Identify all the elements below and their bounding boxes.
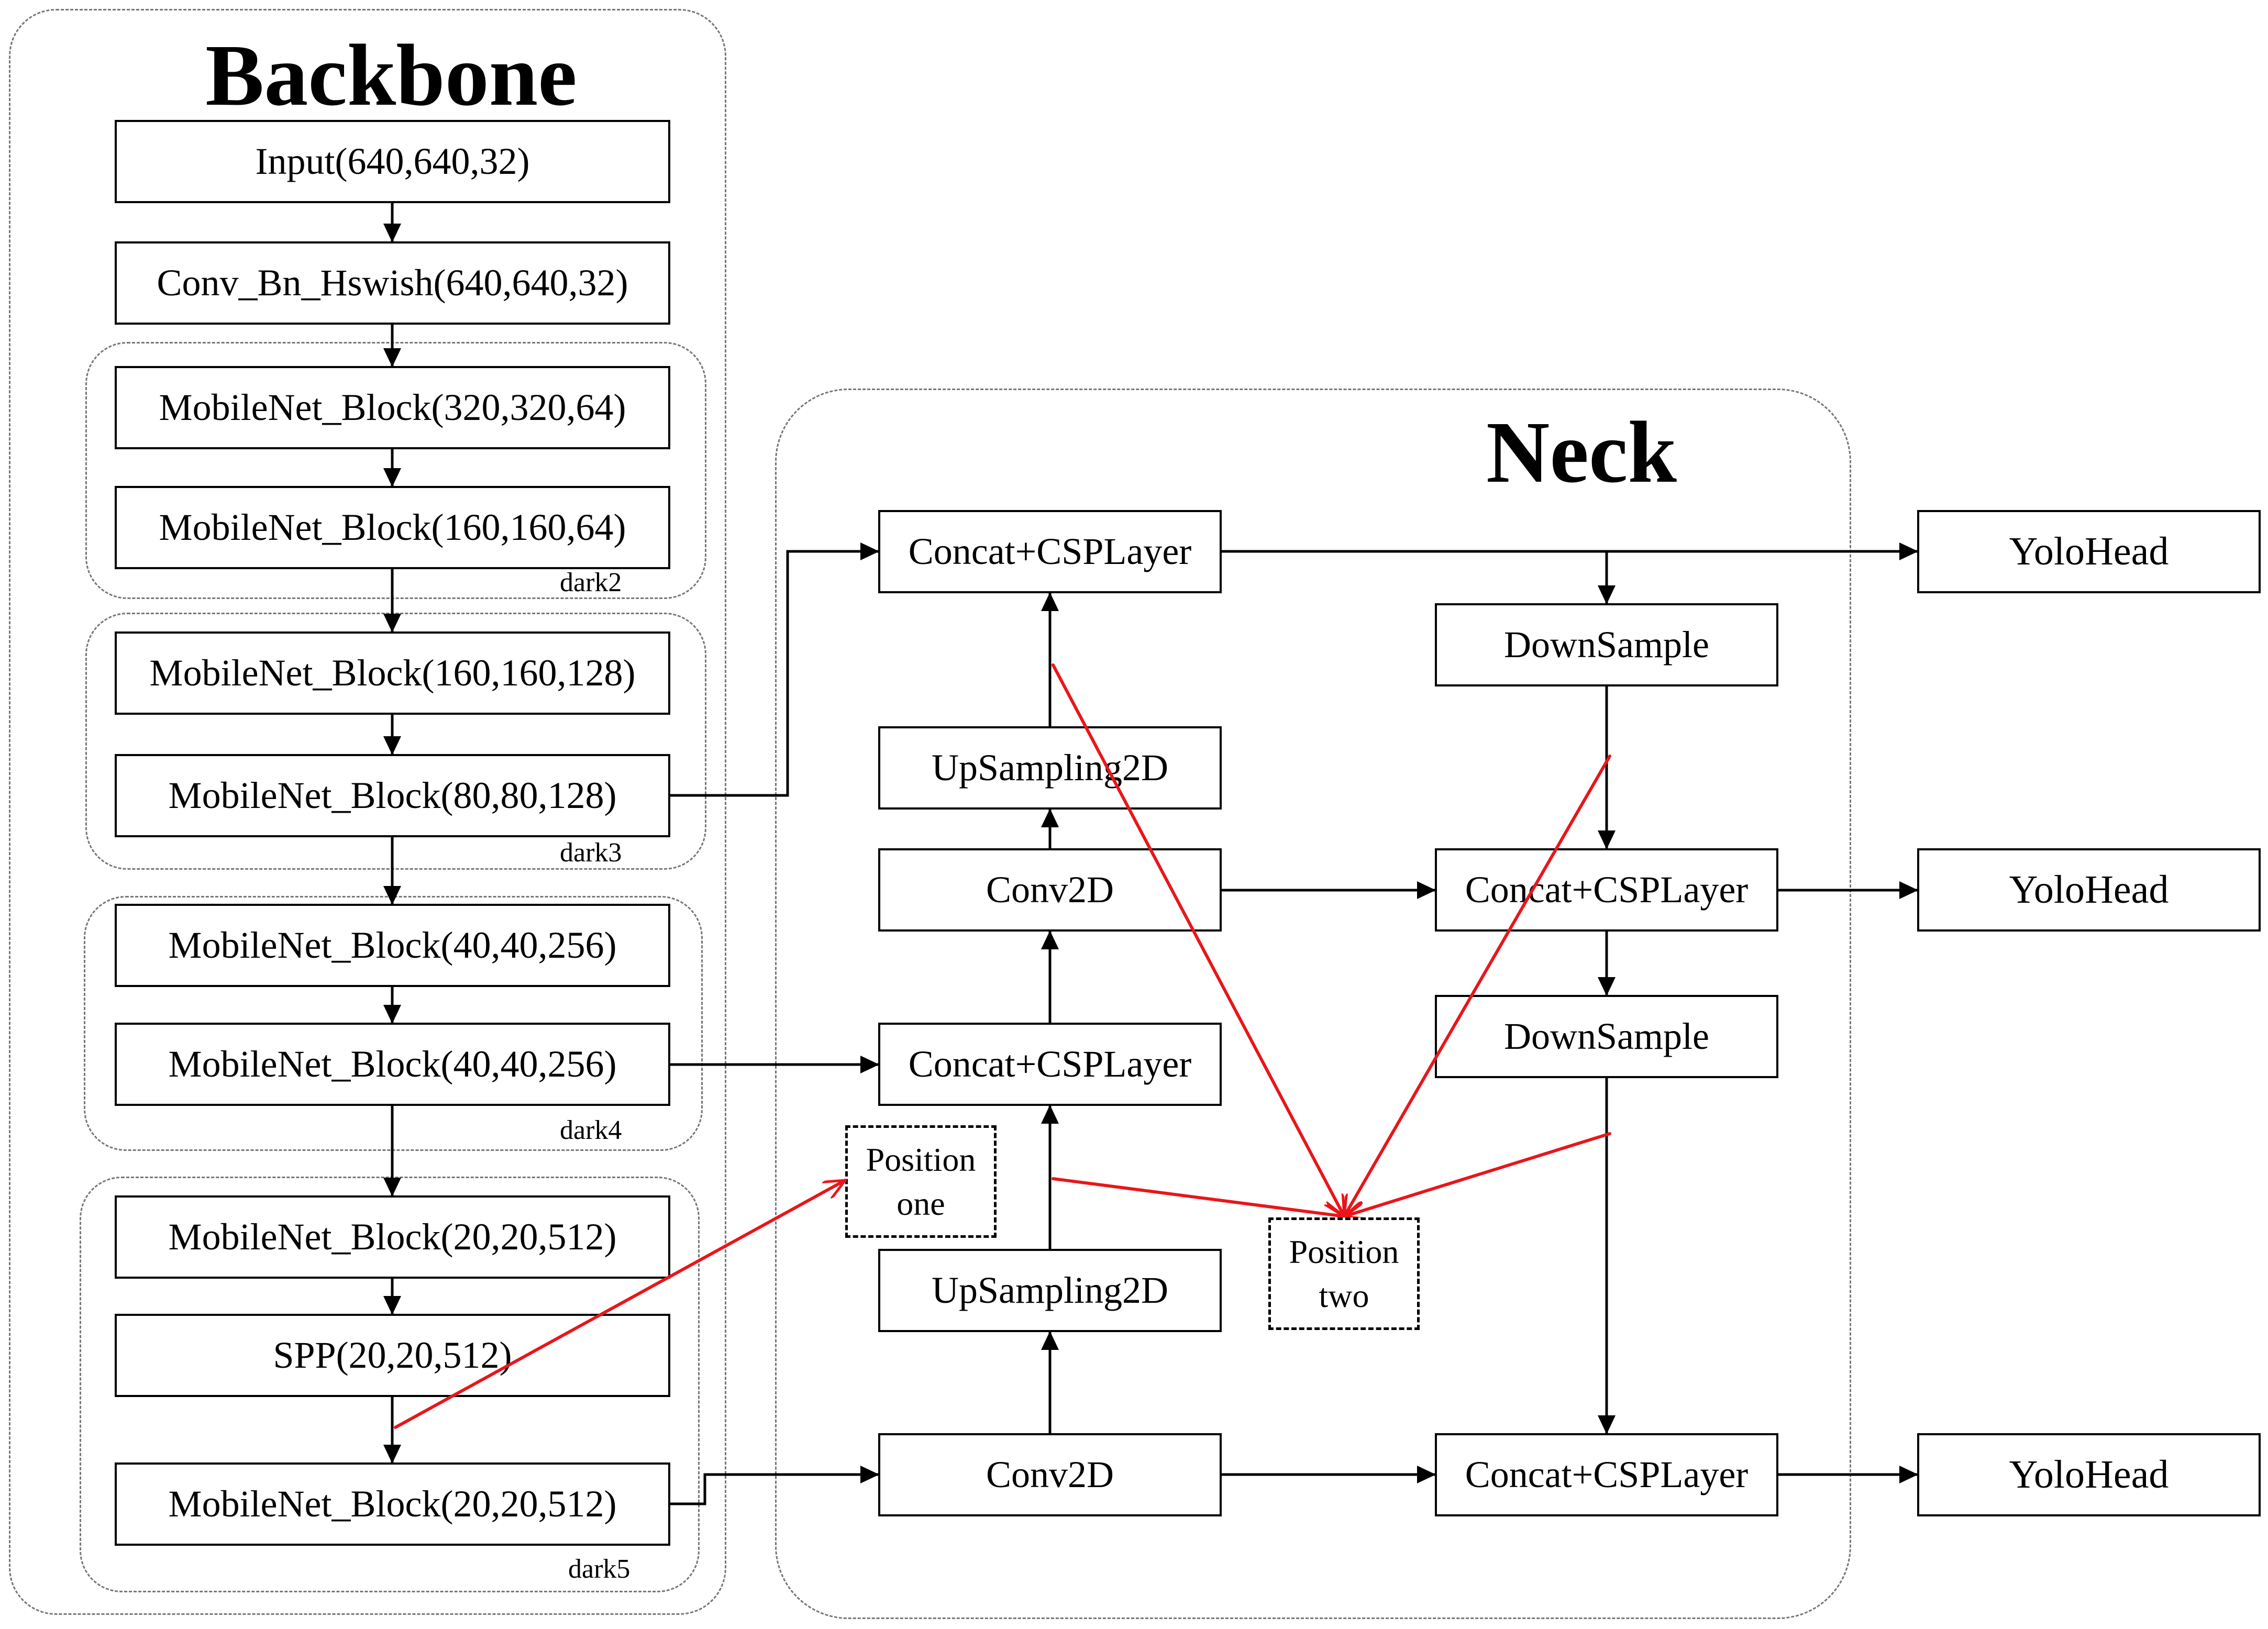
dark5-label: dark5 xyxy=(568,1554,630,1584)
dark2-group xyxy=(85,342,706,599)
dark4-label: dark4 xyxy=(560,1115,622,1145)
dark4-block2-box: MobileNet_Block(40,40,256) xyxy=(115,1023,670,1106)
yolohead-top-box: YoloHead xyxy=(1917,510,2261,593)
dark5-block1-box: MobileNet_Block(20,20,512) xyxy=(115,1195,670,1279)
position-one-box: Position one xyxy=(845,1125,997,1238)
dark3-label: dark3 xyxy=(560,838,622,868)
conv2d-mid-box: Conv2D xyxy=(878,848,1222,932)
concat-csplayer-mid-box: Concat+CSPLayer xyxy=(878,1023,1222,1106)
backbone-group xyxy=(9,9,726,1615)
backbone-title: Backbone xyxy=(205,27,577,124)
position-two-box: Position two xyxy=(1268,1217,1420,1330)
position-two-line1: Position xyxy=(1289,1233,1399,1271)
dark2-label: dark2 xyxy=(560,568,622,597)
dark2-block1-box: MobileNet_Block(320,320,64) xyxy=(115,366,670,449)
concat-csplayer-top-box: Concat+CSPLayer xyxy=(878,510,1222,593)
yolohead-bottom-box: YoloHead xyxy=(1917,1433,2261,1516)
spp-box: SPP(20,20,512) xyxy=(115,1314,670,1397)
dark2-block2-box: MobileNet_Block(160,160,64) xyxy=(115,486,670,569)
upsampling2d-bottom-box: UpSampling2D xyxy=(878,1249,1222,1332)
conv-bn-hswish-box: Conv_Bn_Hswish(640,640,32) xyxy=(115,241,670,325)
conv2d-bottom-box: Conv2D xyxy=(878,1433,1222,1516)
dark4-block1-box: MobileNet_Block(40,40,256) xyxy=(115,904,670,987)
dark5-block2-box: MobileNet_Block(20,20,512) xyxy=(115,1462,670,1546)
neck-group xyxy=(775,389,1851,1619)
position-two-line2: two xyxy=(1319,1277,1369,1314)
downsample-bottom-box: DownSample xyxy=(1435,995,1778,1078)
position-one-line1: Position xyxy=(866,1141,976,1179)
neck-title: Neck xyxy=(1486,404,1677,501)
concat-csplayer-right-bottom-box: Concat+CSPLayer xyxy=(1435,1433,1778,1516)
dark3-block2-box: MobileNet_Block(80,80,128) xyxy=(115,754,670,837)
downsample-top-box: DownSample xyxy=(1435,603,1778,686)
upsampling2d-top-box: UpSampling2D xyxy=(878,726,1222,810)
position-one-line2: one xyxy=(897,1184,945,1222)
concat-csplayer-right-mid-box: Concat+CSPLayer xyxy=(1435,848,1778,932)
input-box: Input(640,640,32) xyxy=(115,120,670,203)
dark3-block1-box: MobileNet_Block(160,160,128) xyxy=(115,631,670,715)
yolohead-mid-box: YoloHead xyxy=(1917,848,2261,932)
